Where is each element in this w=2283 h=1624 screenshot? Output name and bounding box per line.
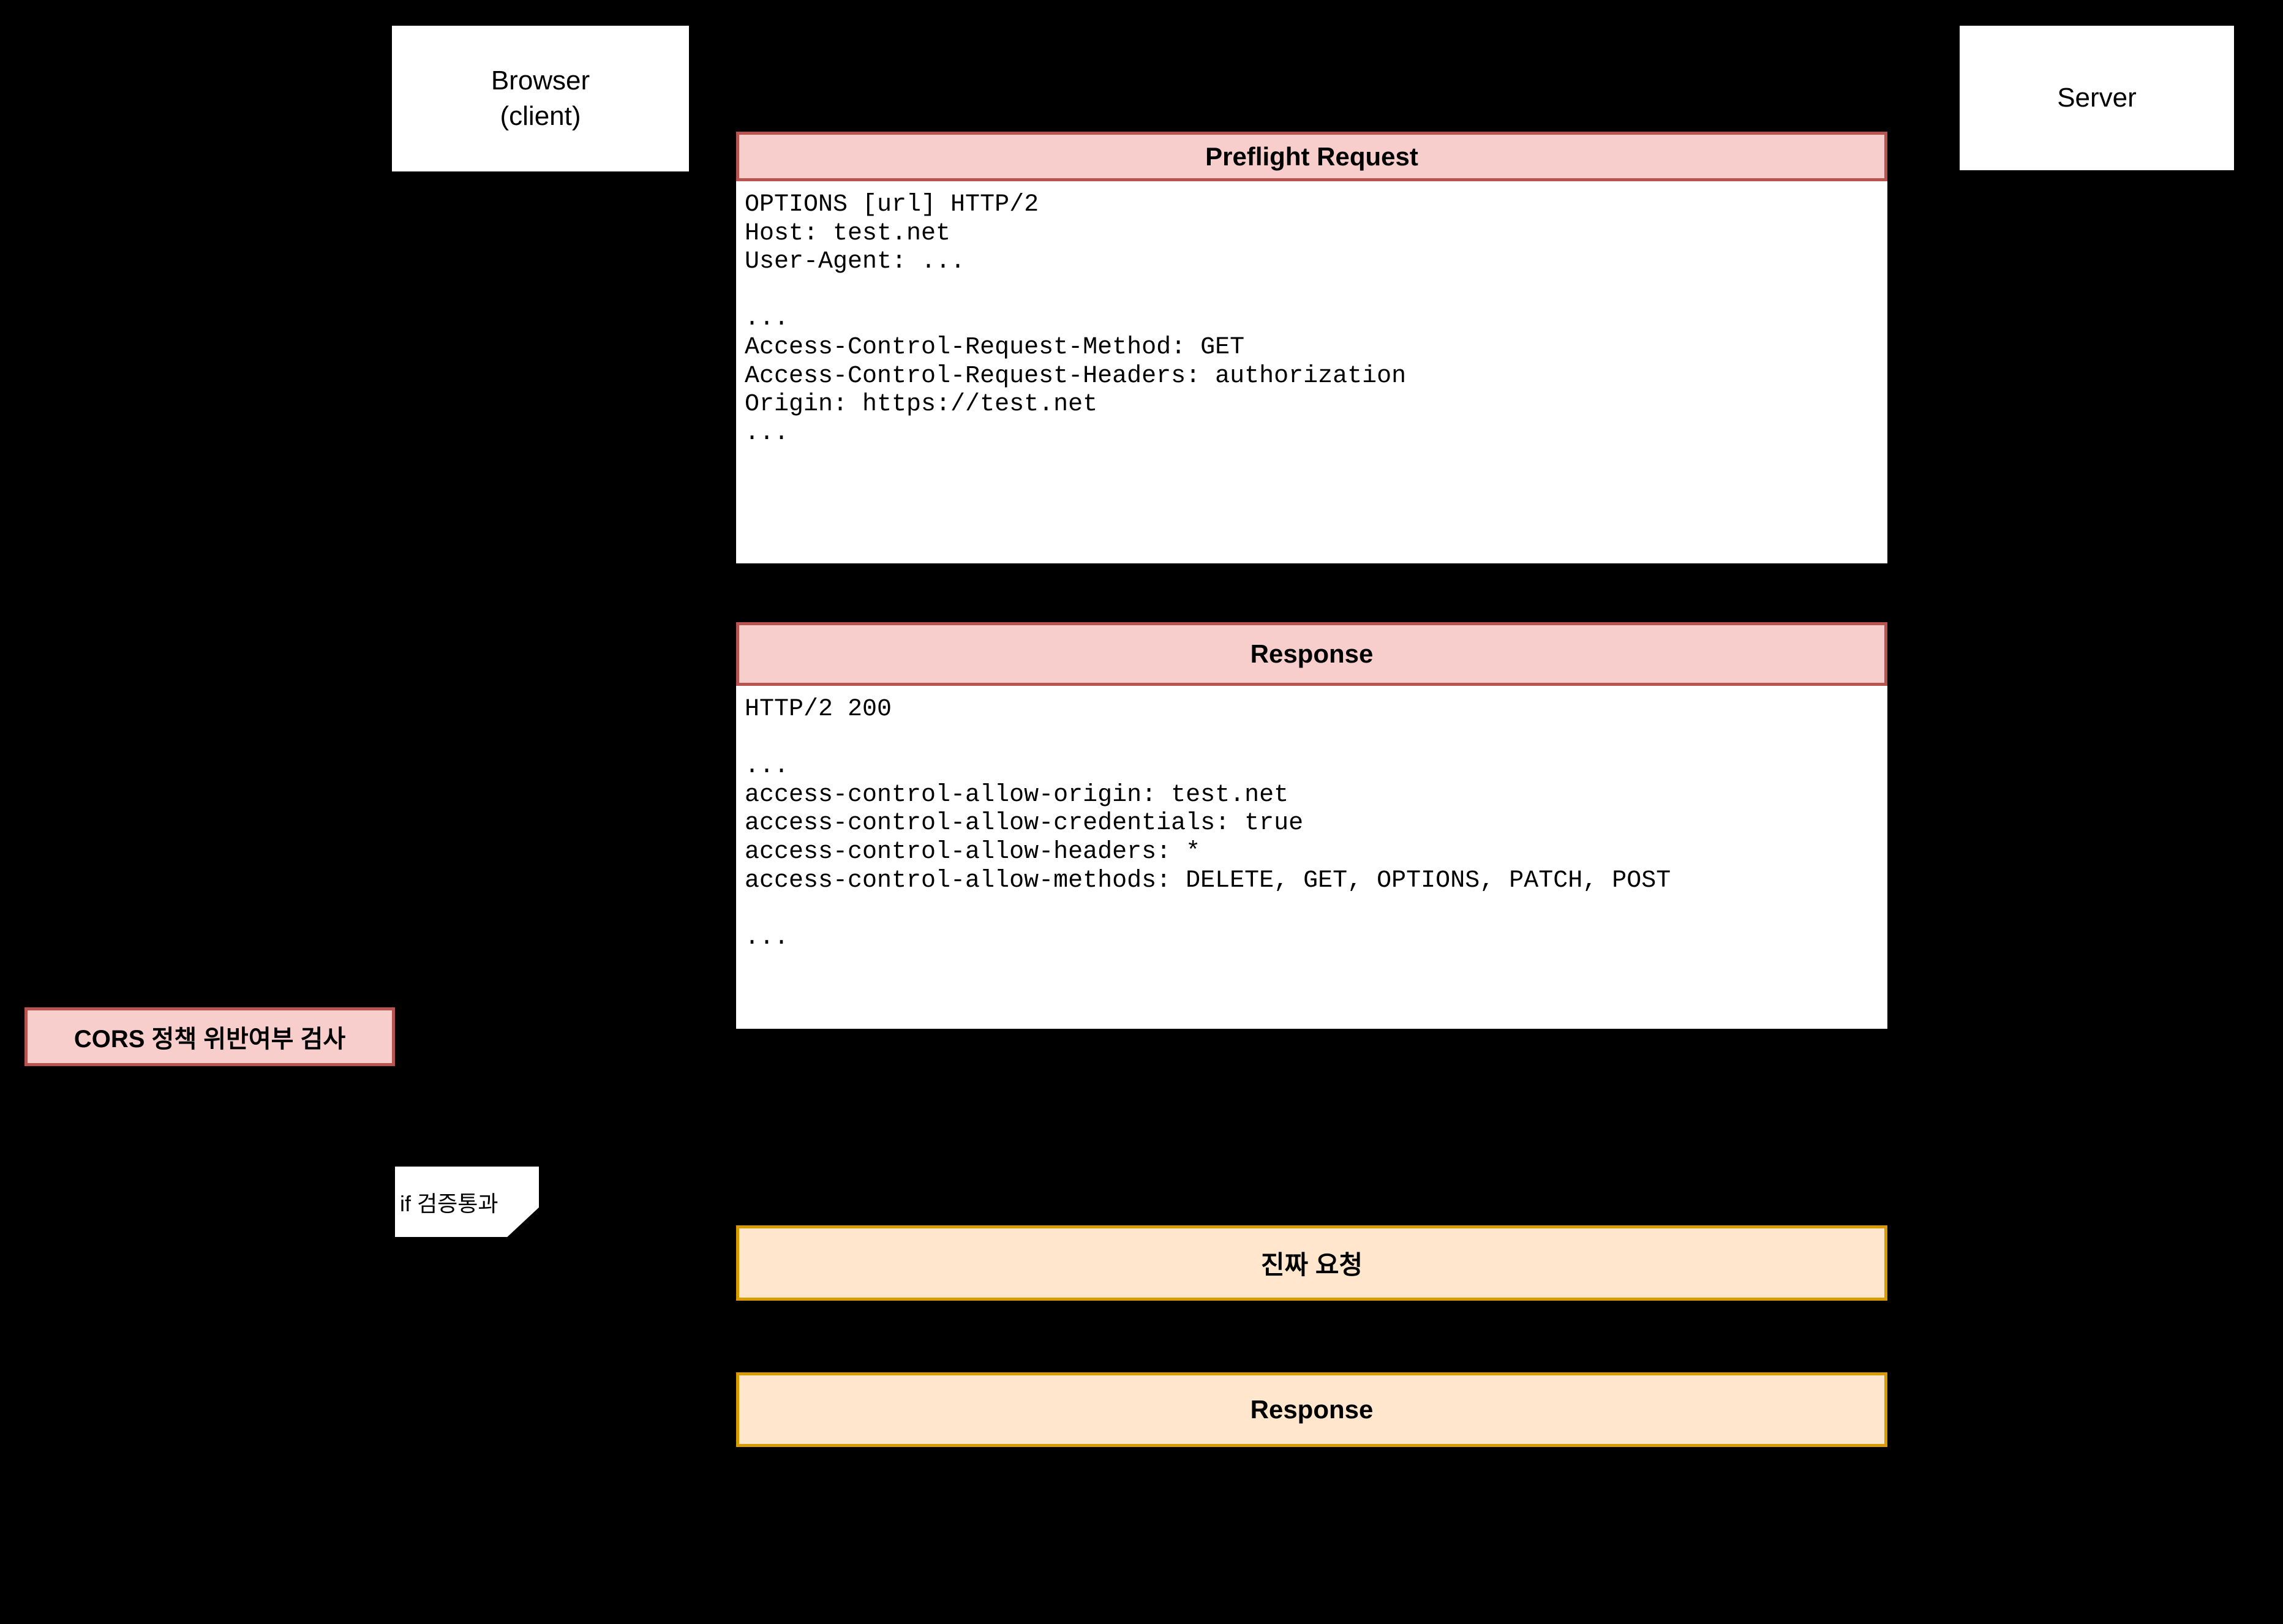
preflight-request-body: OPTIONS [url] HTTP/2 Host: test.net User…	[736, 181, 1887, 563]
actual-request-box: 진짜 요청	[736, 1225, 1887, 1301]
preflight-response-body: HTTP/2 200 ... access-control-allow-orig…	[736, 686, 1887, 1029]
note-if-validation-passed-label: if 검증통과	[400, 1190, 498, 1216]
actor-browser-label: Browser (client)	[491, 63, 590, 134]
actor-browser-line1: Browser	[491, 65, 590, 96]
preflight-request-title: Preflight Request	[1205, 141, 1418, 171]
actual-response-box: Response	[736, 1372, 1887, 1447]
preflight-request-header: Preflight Request	[736, 132, 1887, 181]
actor-server-label: Server	[2057, 82, 2137, 113]
actor-server: Server	[1960, 26, 2234, 170]
cors-policy-check-label: CORS 정책 위반여부 검사	[73, 1026, 346, 1053]
actual-response-title: Response	[1250, 1395, 1374, 1424]
preflight-response-title: Response	[1250, 639, 1374, 668]
preflight-response-header: Response	[736, 622, 1887, 686]
note-if-validation-passed: if 검증통과	[395, 1167, 539, 1237]
actor-browser-line2: (client)	[500, 101, 581, 131]
actor-browser-client: Browser (client)	[392, 26, 689, 171]
actual-request-title: 진짜 요청	[1260, 1250, 1363, 1279]
cors-policy-check-box: CORS 정책 위반여부 검사	[24, 1007, 395, 1066]
